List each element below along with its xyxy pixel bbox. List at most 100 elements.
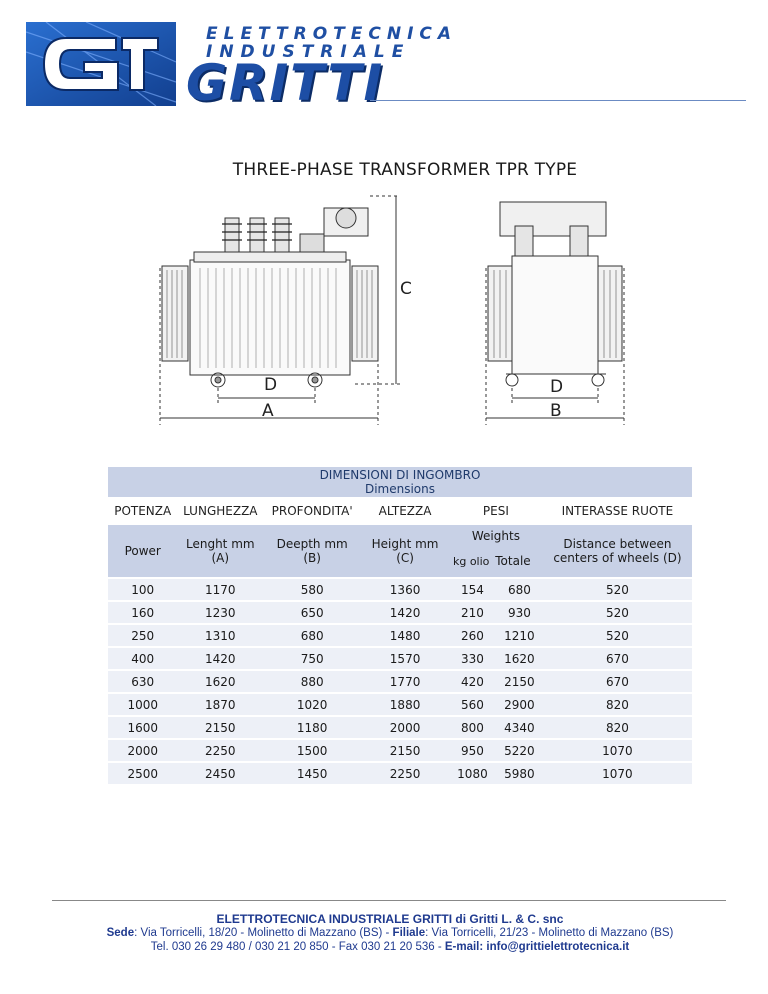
- table-cell: 1230: [177, 602, 264, 623]
- table-cell: 2000: [108, 740, 178, 761]
- dimension-label-c: C: [400, 279, 412, 299]
- table-cell: 1880: [361, 694, 449, 715]
- table-cell: 930: [495, 602, 543, 623]
- logo-text-industriale: INDUSTRIALE: [206, 42, 411, 62]
- table-cell: 1620: [177, 671, 264, 692]
- col-kg-olio: kg olio: [452, 554, 490, 568]
- table-cell: 680: [495, 579, 543, 600]
- table-cell: 1420: [361, 602, 449, 623]
- table-cell: 820: [542, 717, 692, 738]
- table-cell: 950: [448, 740, 496, 761]
- col-wheel-distance: Distance between centers of wheels (D): [542, 525, 692, 577]
- table-cell: 750: [263, 648, 362, 669]
- table-cell: 1080: [448, 763, 496, 784]
- dimension-label-a: A: [262, 401, 274, 421]
- table-cell: 880: [263, 671, 362, 692]
- table-cell: 1480: [361, 625, 449, 646]
- col-interasse: INTERASSE RUOTE: [561, 504, 674, 518]
- table-cell: 2900: [495, 694, 543, 715]
- table-cell: 560: [448, 694, 496, 715]
- table-cell: 1870: [177, 694, 264, 715]
- table-cell: 800: [448, 717, 496, 738]
- table-cell: 1570: [361, 648, 449, 669]
- col-length: Lenght mm (A): [177, 525, 264, 577]
- footer: ELETTROTECNICA INDUSTRIALE GRITTI di Gri…: [0, 912, 768, 954]
- logo-text-elettrotecnica: ELETTROTECNICA: [206, 24, 458, 44]
- col-potenza: POTENZA: [114, 504, 172, 518]
- table-cell: 154: [448, 579, 496, 600]
- table-cell: 520: [542, 579, 692, 600]
- table-cell: 670: [542, 648, 692, 669]
- table-cell: 160: [108, 602, 178, 623]
- dimensions-table: DIMENSIONI DI INGOMBRO Dimensions POTENZ…: [108, 465, 692, 786]
- document-title: THREE-PHASE TRANSFORMER TPR TYPE: [232, 160, 578, 180]
- table-cell: 680: [263, 625, 362, 646]
- table-cell: 4340: [495, 717, 543, 738]
- table-cell: 1600: [108, 717, 178, 738]
- table-cell: 670: [542, 671, 692, 692]
- table-cell: 2250: [361, 763, 449, 784]
- table-cell: 2150: [177, 717, 264, 738]
- table-cell: 820: [542, 694, 692, 715]
- gritti-emblem-icon: [26, 22, 176, 106]
- table-cell: 1770: [361, 671, 449, 692]
- footer-address: Sede: Via Torricelli, 18/20 - Molinetto …: [106, 927, 674, 939]
- col-totale: Totale: [495, 554, 531, 568]
- col-height: Height mm (C): [361, 525, 449, 577]
- col-depth: Deepth mm (B): [263, 525, 362, 577]
- table-cell: 2150: [495, 671, 543, 692]
- table-cell: 5980: [495, 763, 543, 784]
- table-cell: 2450: [177, 763, 264, 784]
- table-cell: 2000: [361, 717, 449, 738]
- table-heading: DIMENSIONI DI INGOMBRO Dimensions: [108, 467, 692, 497]
- table-cell: 2500: [108, 763, 178, 784]
- col-pesi: PESI: [482, 504, 509, 518]
- table-cell: 2150: [361, 740, 449, 761]
- company-logo: ELETTROTECNICA INDUSTRIALE GRITTI: [26, 22, 451, 108]
- table-cell: 520: [542, 602, 692, 623]
- col-power: Power: [108, 525, 178, 577]
- table-cell: 250: [108, 625, 178, 646]
- table-cell: 100: [108, 579, 178, 600]
- logo-brand-gritti: GRITTI: [186, 54, 385, 112]
- dimension-label-b: B: [550, 401, 562, 421]
- table-cell: 1170: [177, 579, 264, 600]
- table-cell: 1500: [263, 740, 362, 761]
- table-cell: 5220: [495, 740, 543, 761]
- transformer-drawing: D A C D B: [159, 195, 625, 425]
- table-cell: 210: [448, 602, 496, 623]
- table-cell: 1450: [263, 763, 362, 784]
- footer-contacts: Tel. 030 26 29 480 / 030 21 20 850 - Fax…: [150, 941, 630, 953]
- table-cell: 1210: [495, 625, 543, 646]
- table-cell: 2250: [177, 740, 264, 761]
- table-cell: 1310: [177, 625, 264, 646]
- table-cell: 1620: [495, 648, 543, 669]
- table-cell: 420: [448, 671, 496, 692]
- table-cell: 1180: [263, 717, 362, 738]
- table-cell: 400: [108, 648, 178, 669]
- col-profondita: PROFONDITA': [271, 504, 353, 518]
- dimension-label-d-side: D: [550, 377, 563, 397]
- table-cell: 520: [542, 625, 692, 646]
- footer-company: ELETTROTECNICA INDUSTRIALE GRITTI di Gri…: [216, 912, 564, 926]
- header-divider: [370, 100, 746, 101]
- dimension-label-d-front: D: [264, 375, 277, 395]
- col-lunghezza: LUNGHEZZA: [183, 504, 258, 518]
- table-cell: 1020: [263, 694, 362, 715]
- table-cell: 650: [263, 602, 362, 623]
- table-cell: 330: [448, 648, 496, 669]
- col-altezza: ALTEZZA: [378, 504, 432, 518]
- table-cell: 1070: [542, 740, 692, 761]
- footer-divider: [52, 900, 726, 901]
- footer-email: E-mail: info@grittielettrotecnica.it: [444, 941, 630, 953]
